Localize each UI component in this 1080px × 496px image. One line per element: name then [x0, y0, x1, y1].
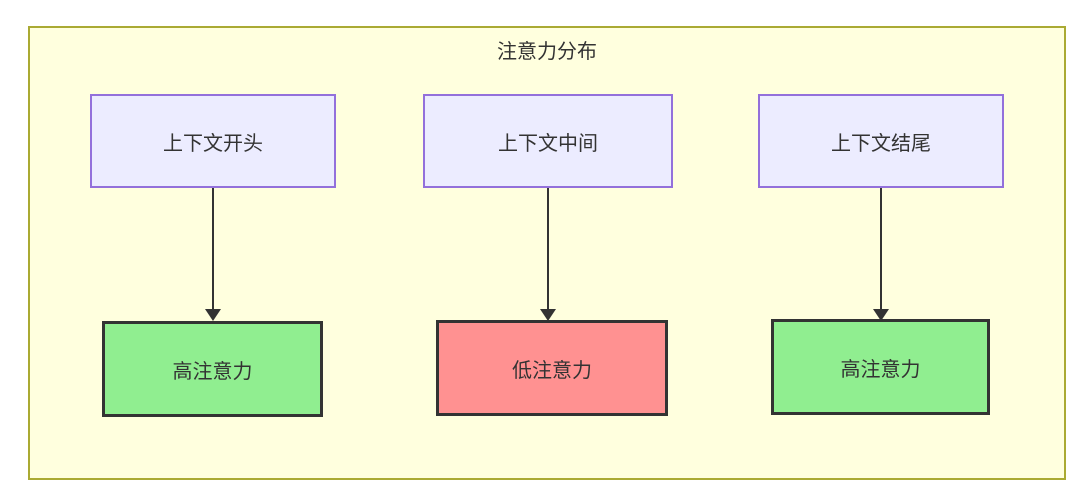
node-label: 高注意力	[840, 358, 921, 381]
node-label: 上下文结尾	[831, 132, 931, 155]
node-context-middle: 上下文中间	[423, 94, 673, 188]
attention-distribution-group: 注意力分布 上下文开头 高注意力 上下文中间 低注意力 上下文结尾 高注意力	[28, 26, 1066, 480]
node-high-attention-2: 高注意力	[771, 319, 990, 415]
arrowhead-icon	[540, 309, 556, 321]
diagram-title: 注意力分布	[497, 41, 597, 63]
node-label: 上下文开头	[163, 132, 263, 155]
node-context-beginning: 上下文开头	[90, 94, 336, 188]
node-context-end: 上下文结尾	[758, 94, 1004, 188]
node-label: 上下文中间	[498, 132, 598, 155]
node-low-attention: 低注意力	[436, 320, 668, 416]
node-label: 高注意力	[172, 360, 253, 383]
arrow-line-2	[547, 188, 549, 309]
arrowhead-icon	[205, 309, 221, 321]
arrow-line-1	[212, 188, 214, 309]
node-high-attention-1: 高注意力	[102, 321, 323, 417]
arrowhead-icon	[873, 309, 889, 321]
node-label: 低注意力	[512, 359, 592, 382]
arrow-line-3	[880, 188, 882, 309]
